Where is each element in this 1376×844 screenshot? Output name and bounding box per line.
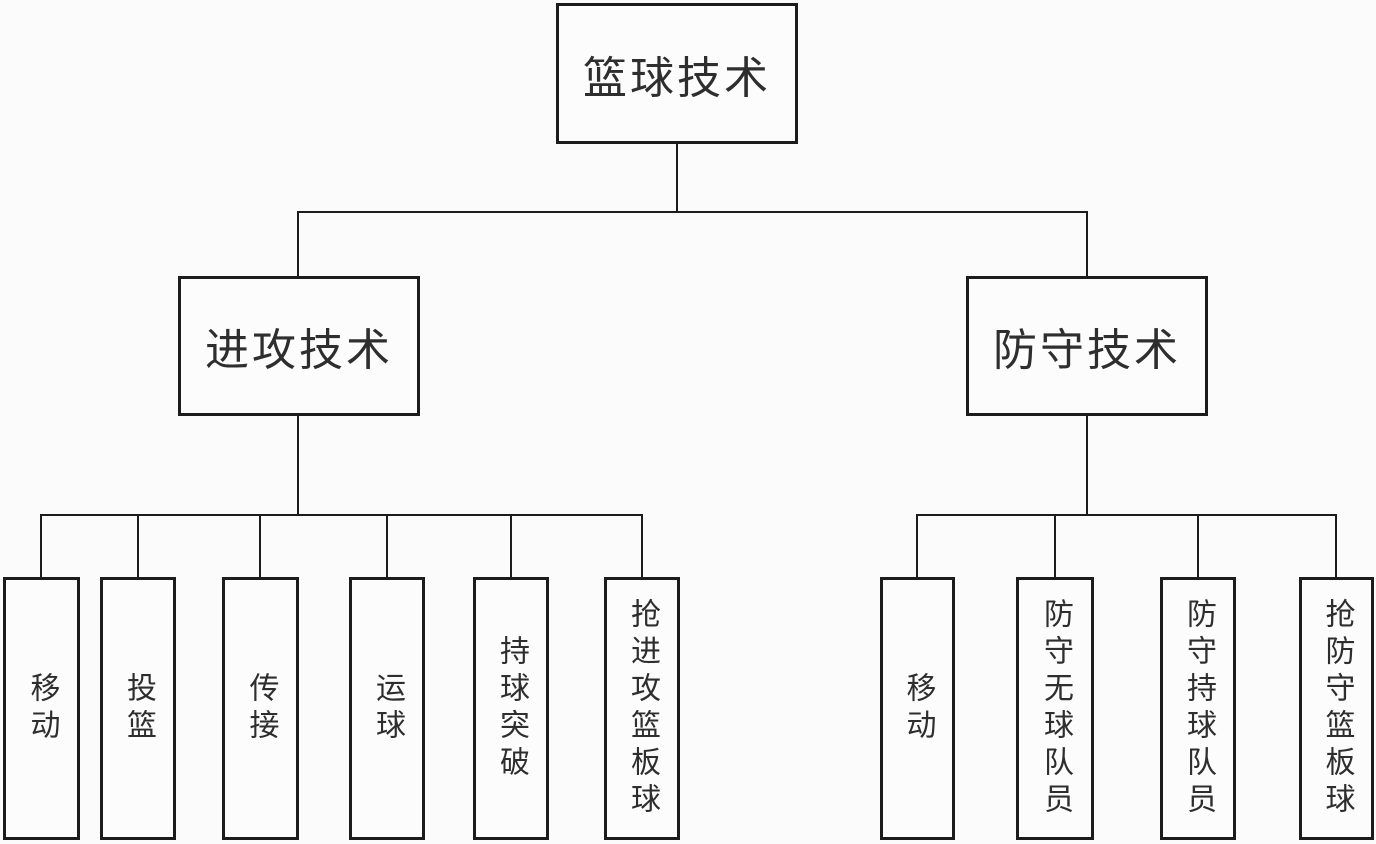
leaf-label: 投篮 [122, 671, 155, 746]
connector-line [297, 211, 299, 276]
leaf-offense-rebounding: 抢进攻篮板球 [604, 577, 680, 840]
leaf-label: 持球突破 [495, 634, 528, 783]
leaf-label: 抢防守篮板球 [1320, 597, 1354, 820]
leaf-label: 传接 [244, 671, 278, 746]
leaf-label: 移动 [901, 671, 935, 746]
connector-line [1086, 211, 1088, 276]
leaf-defense-on-ball-player: 防守持球队员 [1160, 577, 1236, 840]
leaf-label: 防守持球队员 [1182, 597, 1215, 820]
root-node-label: 篮球技术 [583, 53, 771, 103]
leaf-label: 防守无球队员 [1039, 597, 1072, 820]
connector-line [137, 514, 139, 577]
connector-line [641, 514, 643, 577]
branch-node-label: 进攻技术 [205, 326, 393, 375]
connector-line [297, 211, 1088, 213]
leaf-offense-moving: 移动 [3, 577, 80, 840]
leaf-offense-breakthrough: 持球突破 [473, 577, 549, 840]
connector-line [916, 514, 1337, 516]
connector-line [259, 514, 261, 577]
root-node-basketball-techniques: 篮球技术 [556, 3, 798, 144]
connector-line [386, 514, 388, 577]
connector-line [40, 514, 643, 516]
connector-line [1197, 514, 1199, 577]
connector-line [1086, 416, 1088, 516]
leaf-label: 运球 [371, 671, 404, 746]
leaf-offense-dribbling: 运球 [349, 577, 425, 840]
branch-node-defense: 防守技术 [966, 276, 1208, 416]
connector-line [916, 514, 918, 577]
leaf-label: 移动 [25, 671, 59, 746]
branch-node-label: 防守技术 [993, 326, 1181, 375]
connector-line [676, 144, 678, 212]
leaf-defense-off-ball-player: 防守无球队员 [1016, 577, 1094, 840]
leaf-label: 抢进攻篮板球 [626, 597, 659, 820]
connector-line [40, 514, 42, 577]
connector-line [1054, 514, 1056, 577]
leaf-offense-shooting: 投篮 [100, 577, 176, 840]
connector-line [510, 514, 512, 577]
leaf-defense-moving: 移动 [880, 577, 955, 840]
leaf-offense-passing: 传接 [222, 577, 299, 840]
branch-node-offense: 进攻技术 [178, 276, 420, 416]
connector-line [297, 416, 299, 516]
connector-line [1335, 514, 1337, 577]
leaf-defense-rebounding: 抢防守篮板球 [1299, 577, 1374, 840]
